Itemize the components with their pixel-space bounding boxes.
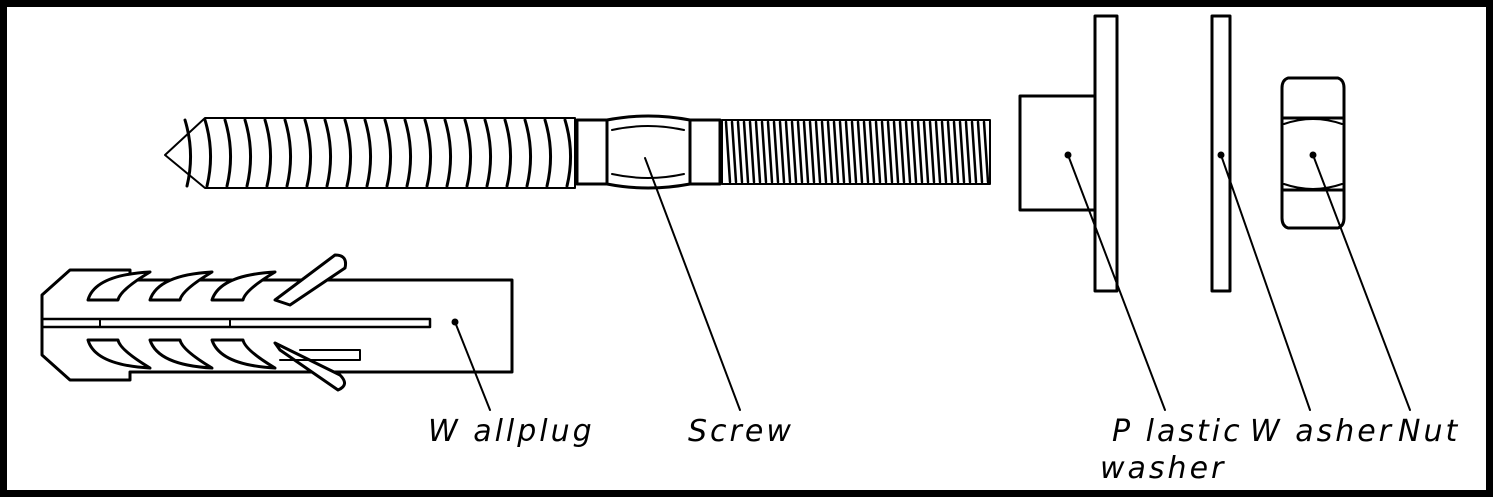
machine-thread-turn xyxy=(922,120,930,184)
wood-thread-turn xyxy=(383,118,393,188)
wood-thread-turn xyxy=(363,118,373,188)
screw-wood-thread xyxy=(164,117,576,189)
wood-thread-turn xyxy=(343,118,353,188)
machine-thread-turn xyxy=(808,120,816,184)
leader-lines xyxy=(454,154,1411,411)
machine-thread-turn xyxy=(904,120,912,184)
wood-thread-turn xyxy=(423,118,433,188)
plastic-washer-label-line1: P lastic xyxy=(1112,414,1243,449)
wood-thread-turn xyxy=(483,118,493,188)
machine-thread-turn xyxy=(946,120,954,184)
screw-shank xyxy=(575,114,722,190)
wood-thread-turn xyxy=(283,118,293,188)
machine-thread-turn xyxy=(826,120,834,184)
wood-thread-turn xyxy=(183,118,193,188)
machine-thread-turn xyxy=(916,120,924,184)
screw-label: Screw xyxy=(688,414,794,449)
screw-machine-thread xyxy=(721,119,991,185)
machine-thread-turn xyxy=(844,120,852,184)
machine-thread-turn xyxy=(952,120,960,184)
machine-thread-turn xyxy=(832,120,840,184)
wood-thread-turn xyxy=(223,118,233,188)
machine-thread-turn xyxy=(982,120,990,184)
machine-thread-turn xyxy=(958,120,966,184)
plastic-washer xyxy=(1018,14,1119,293)
machine-thread-turn xyxy=(892,120,900,184)
plastic-washer-leader xyxy=(1067,154,1166,411)
wood-thread-turn xyxy=(503,118,513,188)
machine-thread-turn xyxy=(748,120,756,184)
wallplug-leader xyxy=(454,321,491,411)
machine-thread-turn xyxy=(976,120,984,184)
washer xyxy=(1210,14,1232,293)
wood-thread-turn xyxy=(523,118,533,188)
wallplug-label: W allplug xyxy=(428,414,595,449)
wood-thread-turn xyxy=(543,118,553,188)
machine-thread-turn xyxy=(964,120,972,184)
machine-thread-turn xyxy=(754,120,762,184)
washer-label: W asher xyxy=(1250,414,1395,449)
machine-thread-turn xyxy=(856,120,864,184)
wood-thread-turn xyxy=(303,118,313,188)
screw xyxy=(164,114,991,190)
machine-thread-turn xyxy=(742,120,750,184)
machine-thread-turn xyxy=(778,120,786,184)
machine-thread-turn xyxy=(766,120,774,184)
wood-thread-turn xyxy=(403,118,413,188)
machine-thread-turn xyxy=(736,120,744,184)
machine-thread-turn xyxy=(862,120,870,184)
machine-thread-turn xyxy=(820,120,828,184)
wood-thread-turn xyxy=(203,118,213,188)
machine-thread-turn xyxy=(784,120,792,184)
machine-thread-turn xyxy=(910,120,918,184)
wood-thread-turn xyxy=(443,118,453,188)
wood-thread-turn xyxy=(243,118,253,188)
machine-thread-turn xyxy=(772,120,780,184)
machine-thread-turn xyxy=(940,120,948,184)
machine-thread-turn xyxy=(730,120,738,184)
machine-thread-turn xyxy=(970,120,978,184)
machine-thread-turn xyxy=(880,120,888,184)
machine-thread-turn xyxy=(934,120,942,184)
wallplug xyxy=(40,253,514,392)
machine-thread-turn xyxy=(796,120,804,184)
machine-thread-turn xyxy=(814,120,822,184)
machine-thread-turn xyxy=(898,120,906,184)
machine-thread-turn xyxy=(928,120,936,184)
machine-thread-turn xyxy=(886,120,894,184)
machine-thread-turn xyxy=(838,120,846,184)
washer-leader xyxy=(1220,154,1311,411)
machine-thread-turn xyxy=(724,120,732,184)
machine-thread-turn xyxy=(760,120,768,184)
wood-thread-turn xyxy=(563,118,573,188)
plastic-washer-label-line2: washer xyxy=(1100,451,1227,486)
wood-thread-turn xyxy=(463,118,473,188)
screw-leader xyxy=(644,157,741,411)
machine-thread-turn xyxy=(790,120,798,184)
wood-thread-turn xyxy=(323,118,333,188)
machine-thread-turn xyxy=(868,120,876,184)
machine-thread-turn xyxy=(802,120,810,184)
nut xyxy=(1280,76,1346,230)
wood-thread-turn xyxy=(263,118,273,188)
machine-thread-turn xyxy=(850,120,858,184)
nut-leader xyxy=(1312,154,1411,411)
nut-label: Nut xyxy=(1398,414,1461,449)
machine-thread-turn xyxy=(874,120,882,184)
